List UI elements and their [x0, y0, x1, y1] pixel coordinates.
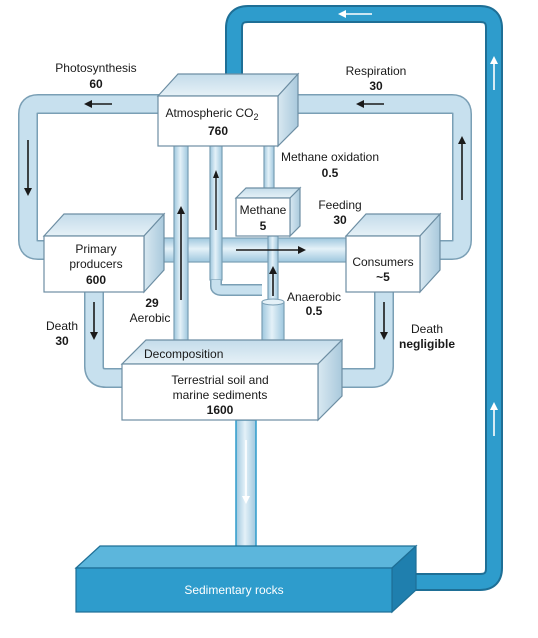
atmosphere-box: Atmospheric CO2 760	[156, 72, 300, 148]
feeding-value: 30	[333, 213, 347, 227]
left-loop-down-arrow	[24, 140, 32, 196]
consumers-label: Consumers	[352, 255, 413, 269]
atmosphere-value: 760	[208, 124, 228, 138]
atmosphere-label: Atmospheric CO2	[165, 106, 258, 122]
death-consumers-value: negligible	[399, 337, 455, 351]
photosynthesis-label: Photosynthesis	[55, 61, 136, 75]
consumers-value: ~5	[376, 270, 390, 284]
anaerobic-arrow	[269, 266, 277, 296]
death-producers-label: Death	[46, 319, 78, 333]
soil-value: 1600	[207, 403, 234, 417]
producers-label-2: producers	[69, 257, 122, 271]
right-pipe-up-arrow-1	[490, 56, 498, 90]
rock-cycle-pipe	[225, 5, 503, 591]
producers-value: 600	[86, 273, 106, 287]
methane-value: 5	[260, 219, 267, 233]
decomposition-label: Decomposition	[144, 347, 223, 361]
feeding-arrow	[236, 246, 306, 254]
death-pipes	[84, 292, 394, 388]
producers-label-1: Primary	[75, 242, 116, 256]
methane-oxidation-label: Methane oxidation	[281, 150, 379, 164]
death-producers-value: 30	[55, 334, 69, 348]
methane-label: Methane	[240, 203, 287, 217]
flow-arrows	[24, 100, 466, 340]
rocks-label: Sedimentary rocks	[184, 583, 283, 597]
respiration-label: Respiration	[346, 64, 407, 78]
methane-box: Methane 5	[234, 186, 302, 238]
feeding-label: Feeding	[318, 198, 361, 212]
methane-oxidation-arrow	[213, 170, 219, 230]
respiration-value: 30	[369, 79, 383, 93]
photosynthesis-arrow	[84, 100, 112, 108]
death-producers-arrow	[90, 302, 98, 340]
methane-oxidation-value: 0.5	[322, 166, 339, 180]
soil-label-2: marine sediments	[173, 388, 268, 402]
soil-box: Decomposition Terrestrial soil and marin…	[120, 338, 344, 422]
aerobic-arrow	[177, 206, 185, 300]
soil-label-1: Terrestrial soil and	[171, 373, 268, 387]
consumers-box: Consumers ~5	[344, 212, 442, 294]
aerobic-label: Aerobic	[130, 311, 171, 325]
anaerobic-value: 0.5	[306, 304, 323, 318]
anaerobic-label: Anaerobic	[287, 290, 341, 304]
sedimentary-rocks-slab: Sedimentary rocks	[74, 544, 418, 614]
right-loop-up-arrow	[458, 136, 466, 200]
top-pipe-left-arrow	[338, 10, 372, 18]
photosynthesis-value: 60	[89, 77, 103, 91]
death-consumers-label: Death	[411, 322, 443, 336]
flow-labels: Photosynthesis 60 Respiration 30 Methane…	[46, 61, 455, 351]
death-consumers-arrow	[380, 302, 388, 340]
soil-to-rocks-down-arrow	[242, 440, 250, 504]
producers-box: Primary producers 600	[42, 212, 166, 294]
respiration-arrow	[356, 100, 384, 108]
right-pipe-up-arrow-2	[490, 402, 498, 436]
rock-cycle-arrows	[242, 10, 498, 504]
aerobic-value: 29	[145, 296, 159, 310]
